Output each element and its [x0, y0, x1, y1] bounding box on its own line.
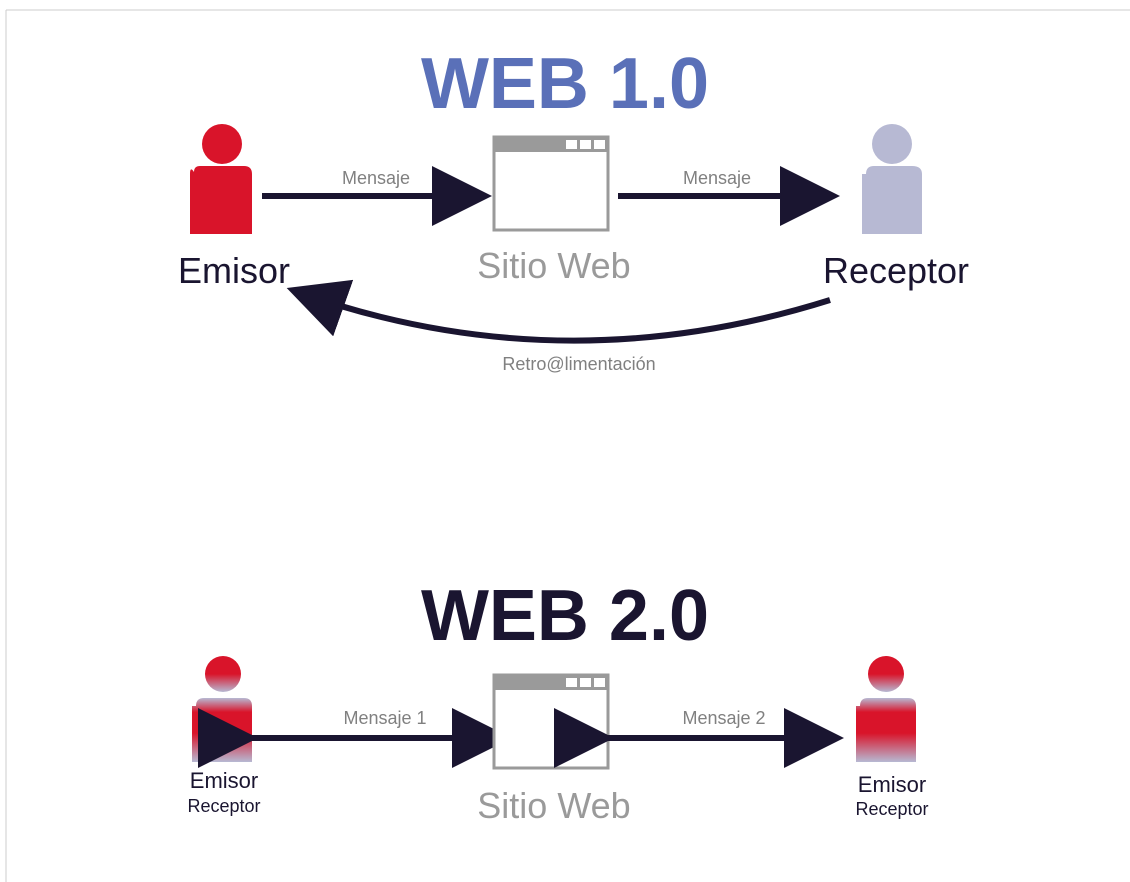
receiver-person-icon	[862, 124, 922, 234]
feedback-label: Retro@limentación	[502, 354, 655, 374]
message2-label: Mensaje 2	[682, 708, 765, 728]
right-user-person-icon	[856, 656, 916, 762]
sender-person-icon	[190, 124, 252, 234]
website-label: Sitio Web	[477, 245, 630, 286]
feedback-arrow	[286, 279, 831, 344]
right-user-label-line1: Emisor	[858, 772, 926, 797]
website2-browser-icon	[492, 673, 610, 770]
message1-label: Mensaje 1	[343, 708, 426, 728]
message-left-label: Mensaje	[342, 168, 410, 188]
sender-label: Emisor	[178, 250, 290, 291]
message-right-label: Mensaje	[683, 168, 751, 188]
left-user-person-icon	[192, 656, 252, 762]
web2-title: WEB 2.0	[421, 576, 709, 656]
receiver-label: Receptor	[823, 250, 969, 291]
web1-title: WEB 1.0	[421, 44, 709, 124]
right-user-label-line2: Receptor	[855, 799, 928, 819]
website-browser-icon	[492, 135, 610, 232]
left-user-label-line1: Emisor	[190, 768, 258, 793]
left-user-label-line2: Receptor	[187, 796, 260, 816]
website2-label: Sitio Web	[477, 785, 630, 826]
